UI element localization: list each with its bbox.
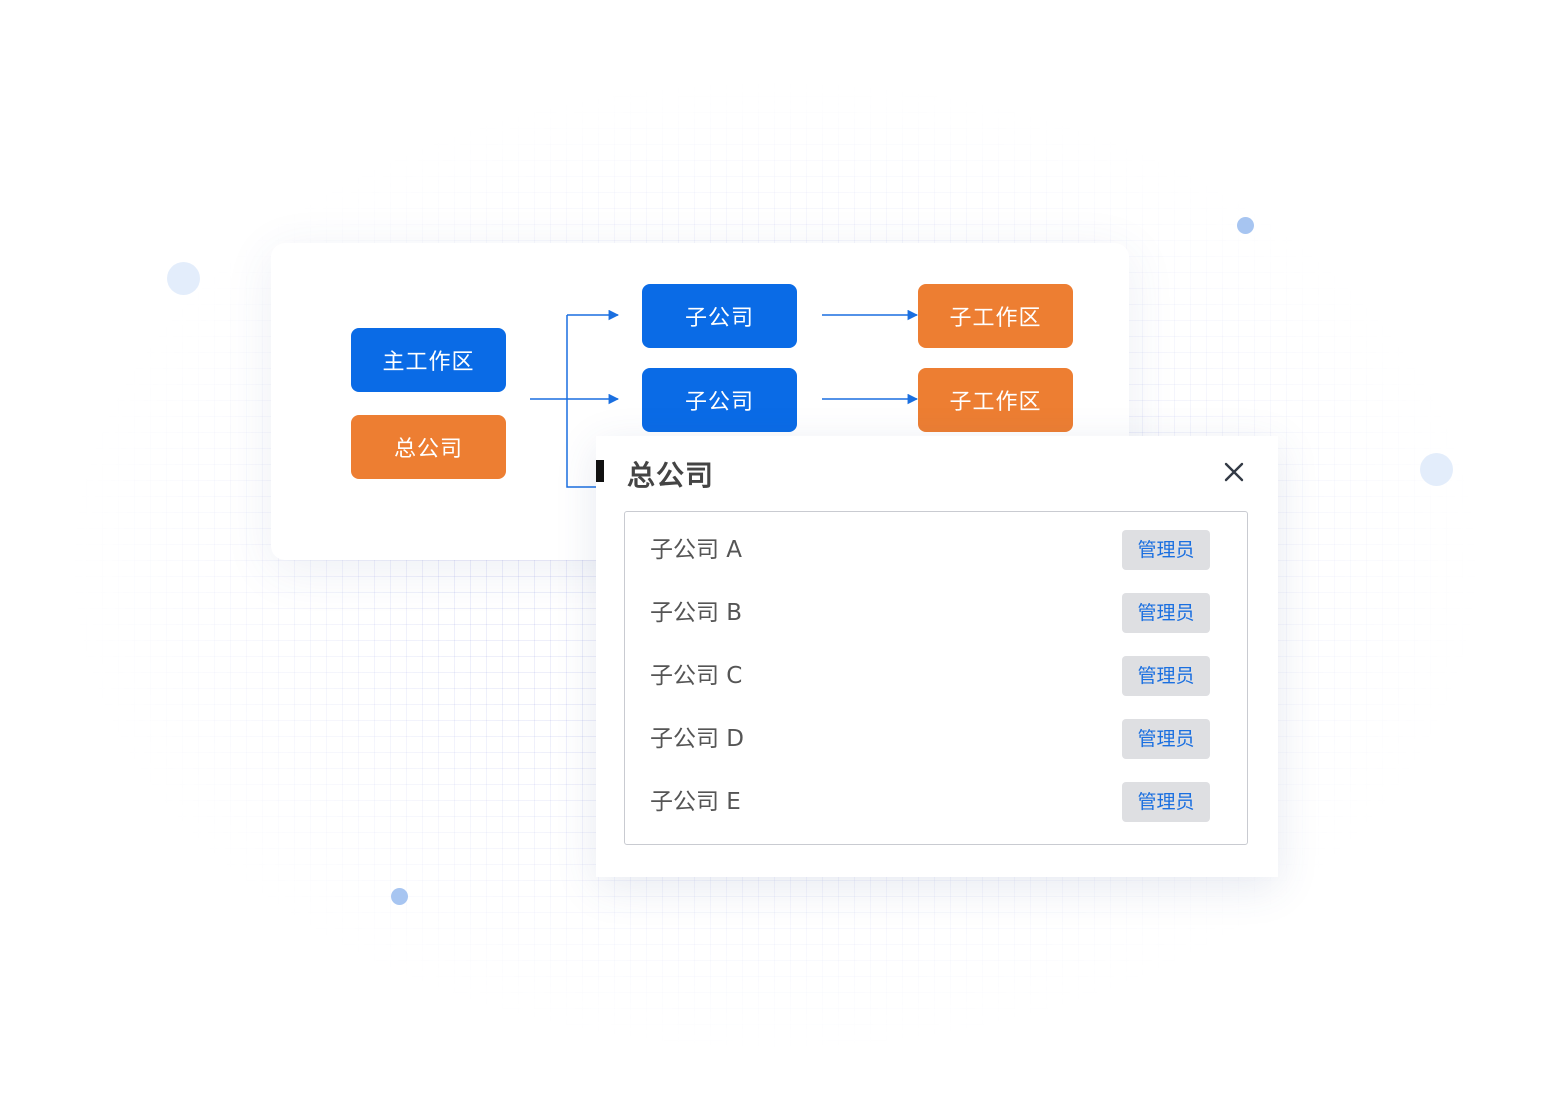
list-item[interactable]: 子公司 E 管理员 bbox=[625, 780, 1247, 824]
subsidiary-list: 子公司 A 管理员 子公司 B 管理员 子公司 C 管理员 子公司 D 管理员 … bbox=[624, 511, 1248, 845]
close-icon bbox=[1224, 462, 1244, 482]
main-workspace-node[interactable]: 主工作区 bbox=[351, 328, 506, 392]
decorative-dot bbox=[391, 888, 408, 905]
list-item[interactable]: 子公司 B 管理员 bbox=[625, 591, 1247, 635]
list-item[interactable]: 子公司 A 管理员 bbox=[625, 528, 1247, 572]
decorative-dot bbox=[1237, 217, 1254, 234]
decorative-dot bbox=[167, 262, 200, 295]
head-office-detail-panel: 总公司 子公司 A 管理员 子公司 B 管理员 子公司 C 管理员 子公司 D … bbox=[596, 436, 1278, 877]
sub-workspace-node-2[interactable]: 子工作区 bbox=[918, 368, 1073, 432]
subsidiary-name: 子公司 D bbox=[650, 726, 745, 752]
role-tag[interactable]: 管理员 bbox=[1122, 593, 1210, 633]
decorative-dot bbox=[1420, 453, 1453, 486]
list-item[interactable]: 子公司 C 管理员 bbox=[625, 654, 1247, 698]
head-office-node[interactable]: 总公司 bbox=[351, 415, 506, 479]
role-tag[interactable]: 管理员 bbox=[1122, 530, 1210, 570]
connector-branch-trunk bbox=[566, 315, 598, 488]
role-tag[interactable]: 管理员 bbox=[1122, 656, 1210, 696]
list-item[interactable]: 子公司 D 管理员 bbox=[625, 717, 1247, 761]
title-marker bbox=[596, 460, 604, 482]
subsidiary-name: 子公司 B bbox=[650, 600, 743, 626]
panel-title: 总公司 bbox=[627, 459, 715, 492]
subsidiary-node-2[interactable]: 子公司 bbox=[642, 368, 797, 432]
close-button[interactable] bbox=[1222, 460, 1246, 484]
role-tag[interactable]: 管理员 bbox=[1122, 782, 1210, 822]
sub-workspace-node-1[interactable]: 子工作区 bbox=[918, 284, 1073, 348]
role-tag[interactable]: 管理员 bbox=[1122, 719, 1210, 759]
subsidiary-name: 子公司 E bbox=[650, 789, 741, 815]
subsidiary-name: 子公司 A bbox=[650, 537, 743, 563]
subsidiary-node-1[interactable]: 子公司 bbox=[642, 284, 797, 348]
subsidiary-name: 子公司 C bbox=[650, 663, 743, 689]
